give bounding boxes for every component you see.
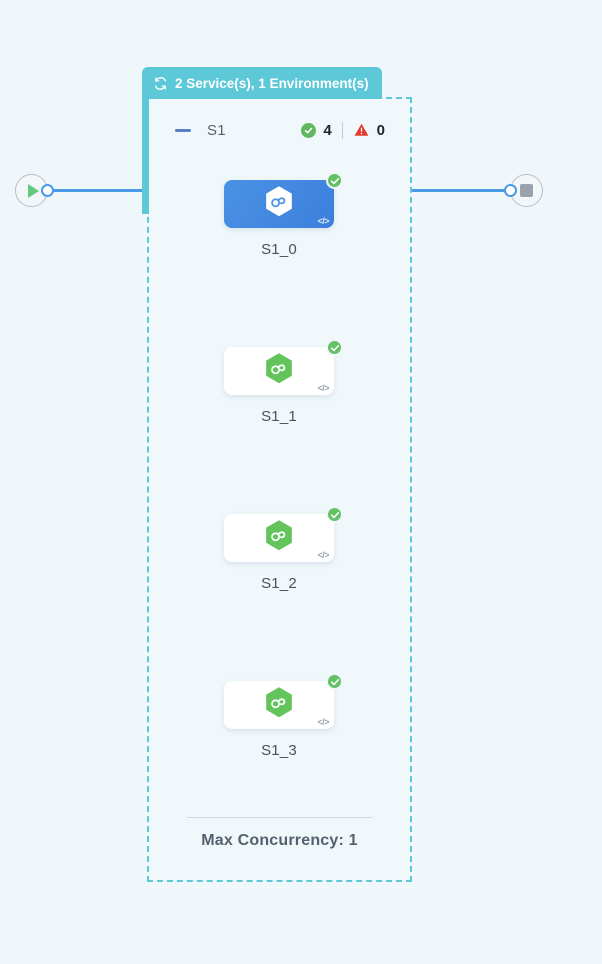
service-hexagon-icon <box>263 519 295 558</box>
end-node-input-port[interactable] <box>504 184 517 197</box>
service-label: S1_2 <box>261 575 297 592</box>
edge-start-to-group <box>46 189 147 192</box>
service-card[interactable]: </> <box>224 673 343 729</box>
code-icon[interactable]: </> <box>317 383 329 393</box>
service-node-1[interactable]: </> S1_1 <box>224 339 343 425</box>
check-circle-icon <box>301 122 317 138</box>
max-concurrency-label: Max Concurrency: 1 <box>201 832 358 849</box>
play-icon <box>28 183 39 198</box>
success-count: 4 <box>323 121 332 139</box>
counter-divider <box>341 121 343 139</box>
check-circle-icon <box>326 172 343 189</box>
service-node-0[interactable]: </> S1_0 <box>224 172 343 258</box>
stage-counters: 4 0 <box>301 121 385 139</box>
service-card[interactable]: </> <box>224 172 343 228</box>
group-header-tab[interactable]: 2 Service(s), 1 Environment(s) <box>142 67 382 99</box>
warning-triangle-icon <box>353 122 370 138</box>
code-icon[interactable]: </> <box>317 216 329 226</box>
service-node-3[interactable]: </> S1_3 <box>224 673 343 759</box>
group-left-rail <box>142 97 149 214</box>
stop-icon <box>520 184 533 197</box>
check-circle-icon <box>326 506 343 523</box>
service-label: S1_1 <box>261 408 297 425</box>
check-circle-icon <box>326 673 343 690</box>
minus-icon[interactable] <box>175 128 191 132</box>
stage-row: S1 4 0 <box>175 118 385 142</box>
check-circle-icon <box>326 339 343 356</box>
service-label: S1_0 <box>261 241 297 258</box>
service-node-2[interactable]: </> S1_2 <box>224 506 343 592</box>
edge-group-to-end <box>411 189 511 192</box>
service-label: S1_3 <box>261 742 297 759</box>
footer-divider <box>187 817 372 818</box>
service-card[interactable]: </> <box>224 339 343 395</box>
service-hexagon-icon <box>263 185 295 224</box>
code-icon[interactable]: </> <box>317 550 329 560</box>
code-icon[interactable]: </> <box>317 717 329 727</box>
group-header-label: 2 Service(s), 1 Environment(s) <box>175 75 369 91</box>
warning-count: 0 <box>376 121 385 139</box>
service-hexagon-icon <box>263 352 295 391</box>
sync-icon <box>153 76 168 91</box>
start-node-output-port[interactable] <box>41 184 54 197</box>
service-card[interactable]: </> <box>224 506 343 562</box>
stage-name: S1 <box>207 121 226 139</box>
service-hexagon-icon <box>263 686 295 725</box>
